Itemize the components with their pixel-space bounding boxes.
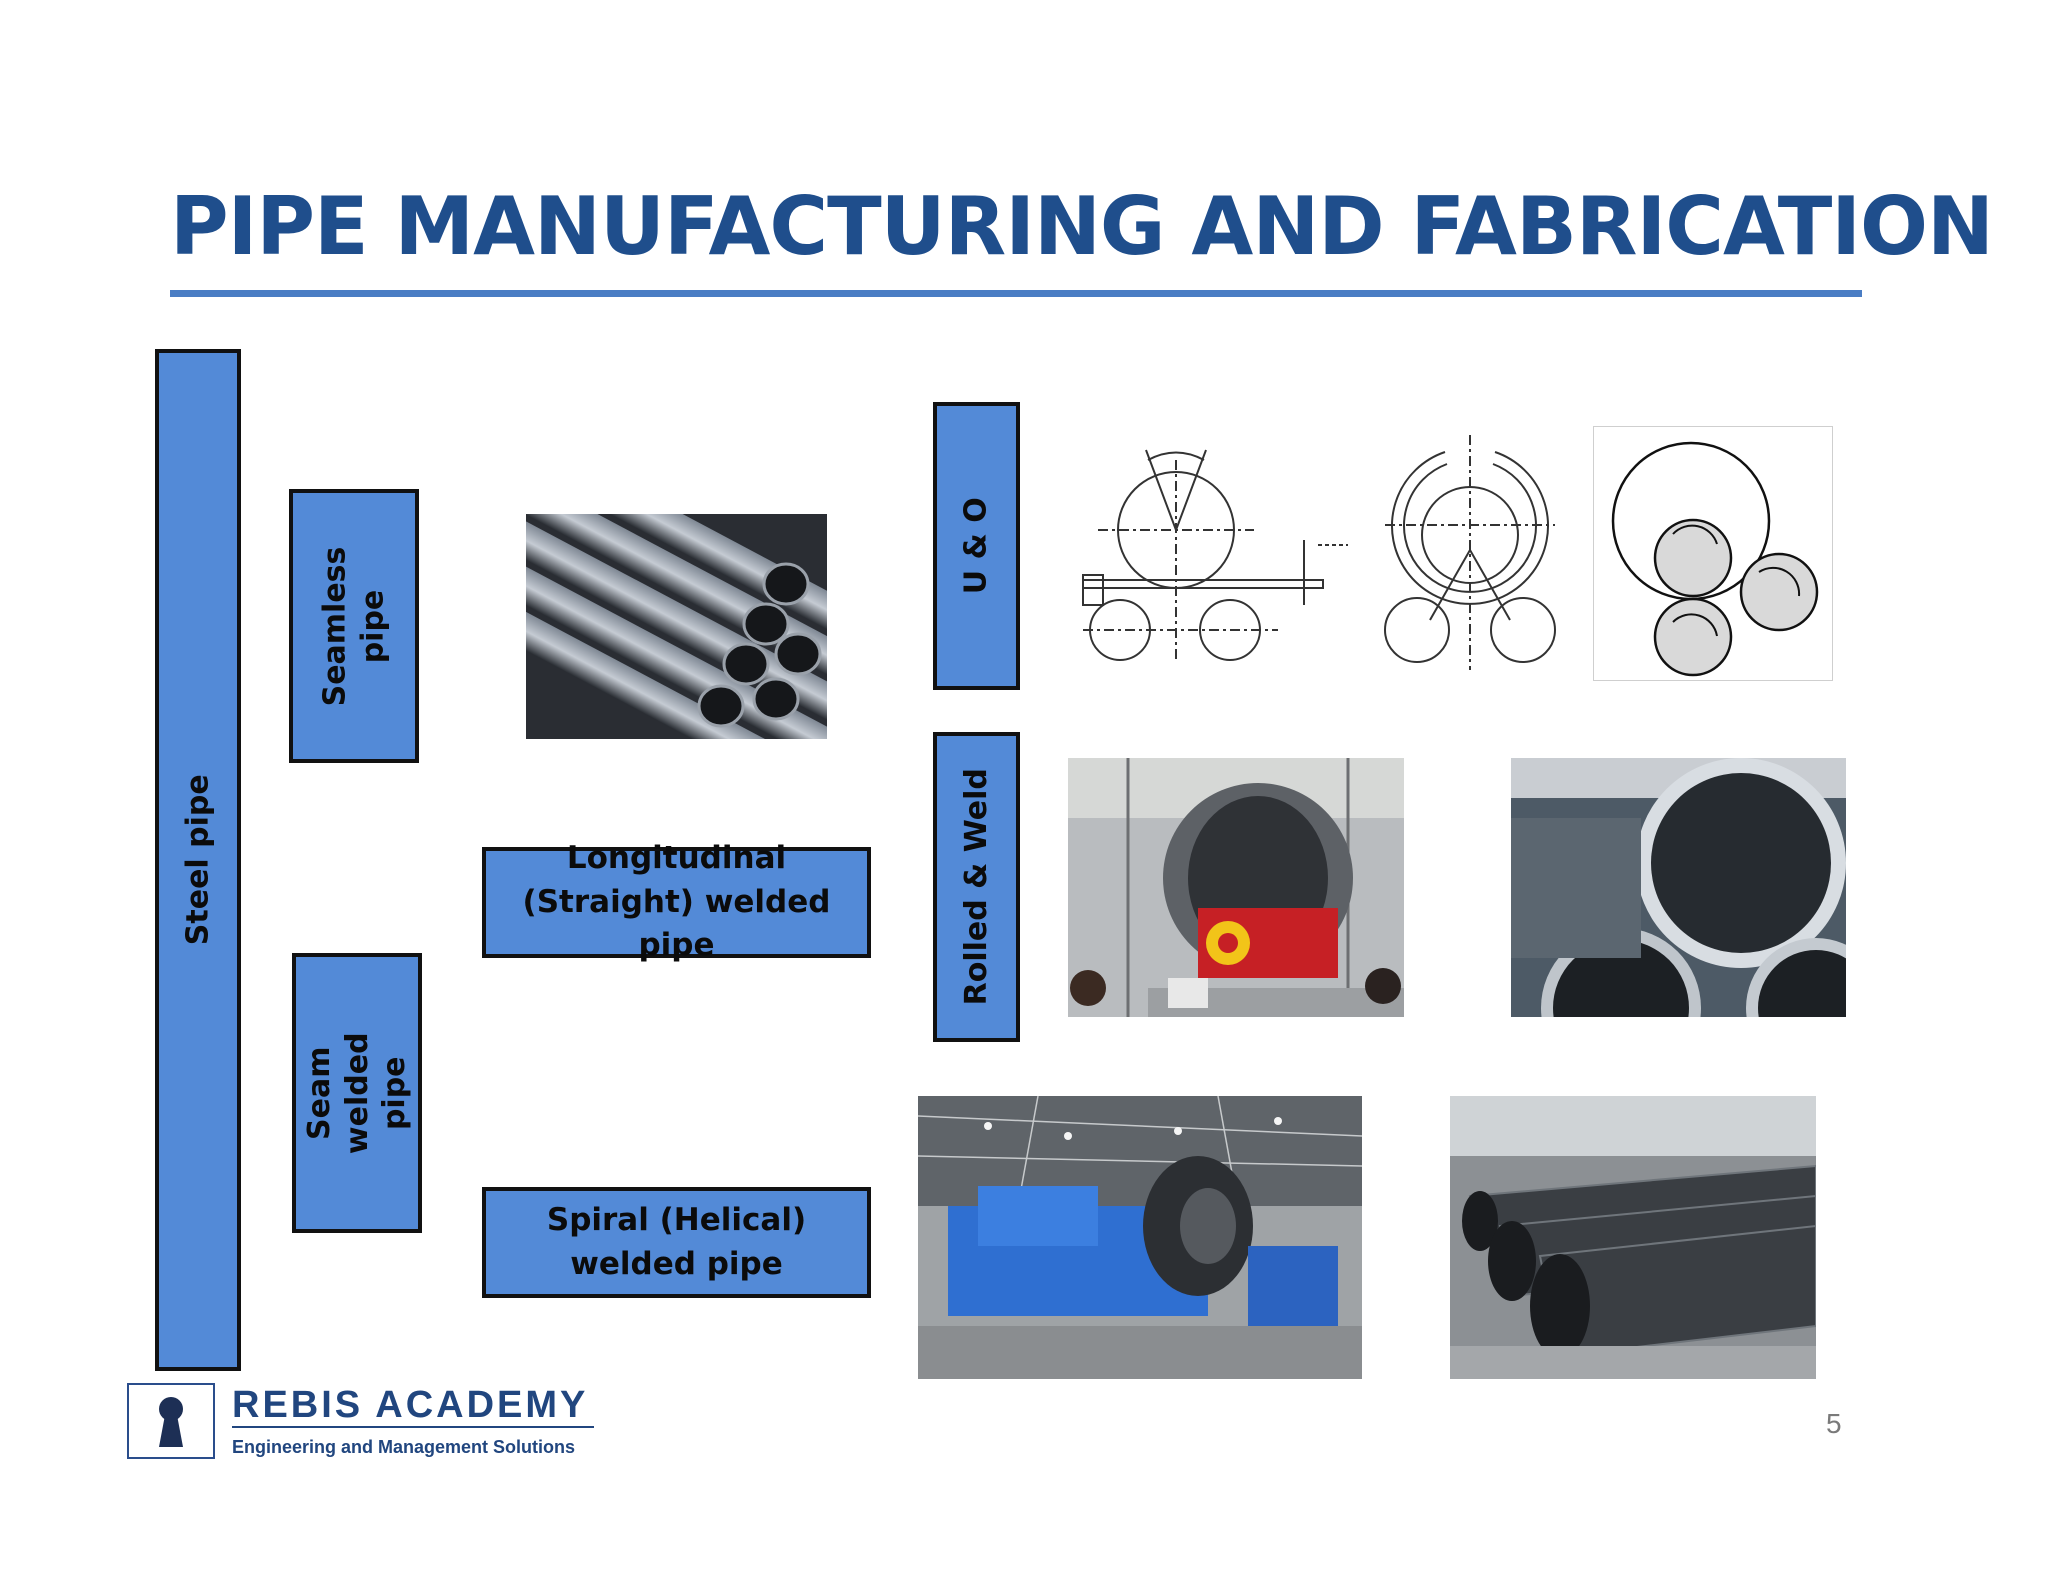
plate-rolling-machine-photo	[1068, 758, 1404, 1017]
seamless-pipe-box: Seamless pipe	[289, 489, 419, 763]
rolled-weld-box: Rolled & Weld	[933, 732, 1020, 1042]
seam-welded-pipe-label: Seam welded pipe	[301, 1032, 412, 1154]
steel-pipe-box: Steel pipe	[155, 349, 241, 1371]
u-o-forming-diagram	[1078, 430, 1360, 675]
u-o-closing-diagram	[1375, 430, 1560, 675]
u-and-o-label: U & O	[958, 497, 994, 595]
brand-name: REBIS ACADEMY	[232, 1384, 589, 1426]
seam-welded-pipe-box: Seam welded pipe	[292, 953, 422, 1233]
brand-tagline: Engineering and Management Solutions	[232, 1437, 576, 1457]
steel-pipe-label: Steel pipe	[180, 774, 216, 946]
seamless-pipe-label: Seamless pipe	[317, 546, 391, 706]
seamless-pipes-photo	[526, 514, 827, 739]
page-number: 5	[1826, 1408, 1842, 1439]
slide-title: PIPE MANUFACTURING AND FABRICATION	[170, 180, 1994, 273]
spiral-welding-machine-photo	[918, 1096, 1362, 1379]
rolled-weld-label: Rolled & Weld	[958, 768, 994, 1006]
title-underline	[170, 290, 1862, 297]
longitudinal-welded-label: Longitudinal (Straight) welded pipe	[522, 840, 831, 964]
spiral-pipes-photo	[1450, 1096, 1816, 1379]
spiral-welded-label: Spiral (Helical) welded pipe	[546, 1202, 807, 1282]
rebis-logo	[127, 1383, 215, 1459]
u-and-o-box: U & O	[933, 402, 1020, 690]
three-roll-bending-diagram	[1593, 426, 1833, 681]
brand-underline	[232, 1426, 594, 1428]
longitudinal-welded-box: Longitudinal (Straight) welded pipe	[482, 840, 871, 963]
large-welded-pipes-photo	[1511, 758, 1846, 1017]
spiral-welded-box: Spiral (Helical) welded pipe	[482, 1187, 871, 1298]
